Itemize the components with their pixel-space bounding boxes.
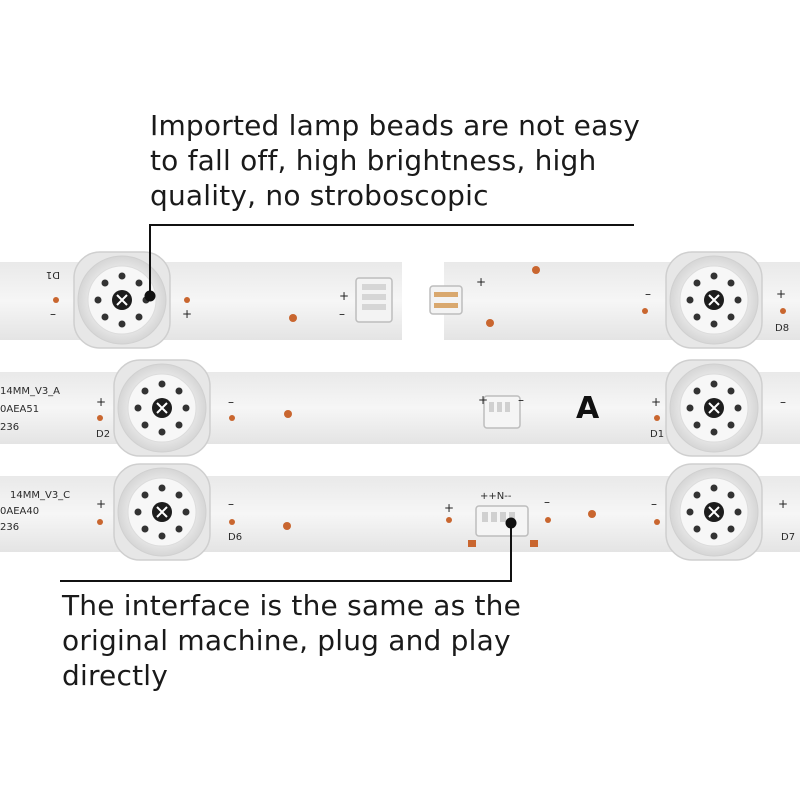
connector-top-right [429,285,463,315]
caption-line: to fall off, high brightness, high [150,144,597,177]
connector-top-left [355,277,393,323]
solder-pad [284,410,292,418]
led-label-bottom-right: D7 [781,532,795,543]
strip-a-code: 0AEA51 [0,404,39,415]
solder-pad [229,415,235,421]
led-label-bottom-left: D6 [228,532,242,543]
polarity-minus: – [228,497,234,511]
led-label-top-left: D1 [46,269,60,280]
solder-pad [545,517,551,523]
solder-pad [532,266,540,274]
solder-pad [654,519,660,525]
solder-pad [97,415,103,421]
led-strip-a: A 14MM_V3_A 0AEA51 236 D2 D1 + – + – + – [0,359,800,457]
strip-a-date: 236 [0,422,19,433]
solder-pad [289,314,297,322]
polarity-plus: + [776,287,786,301]
polarity-plus: + [478,393,488,407]
polarity-minus: – [544,495,550,509]
caption-line: directly [62,659,168,692]
strip-c-date: 236 [0,522,19,533]
caption-line: The interface is the same as the [62,589,522,622]
solder-pad [184,297,190,303]
led-label-middle-right: D1 [650,429,664,440]
callout-lamp-beads [144,224,634,302]
polarity-minus: – [518,393,524,407]
caption-interface: The interface is the same as the origina… [62,588,662,693]
polarity-plus: + [651,395,661,409]
polarity-plus: + [182,307,192,321]
polarity-plus: + [476,275,486,289]
solder-pad [97,519,103,525]
solder-pad [654,415,660,421]
polarity-plus: + [444,501,454,515]
solder-pad [446,517,452,523]
caption-lamp-beads: Imported lamp beads are not easy to fall… [150,108,770,213]
polarity-plus: + [778,497,788,511]
caption-line: Imported lamp beads are not easy [150,109,641,142]
solder-pad [642,308,648,314]
polarity-minus: – [651,497,657,511]
caption-line: quality, no stroboscopic [150,179,489,212]
caption-line: original machine, plug and play [62,624,511,657]
solder-pad [486,319,494,327]
polarity-plus: + [96,395,106,409]
polarity-minus: – [645,287,651,301]
solder-pad [229,519,235,525]
led-label-top-right: D8 [775,323,789,334]
polarity-minus: – [339,307,345,321]
strip-a-letter: A [576,391,600,426]
connector-a [483,395,521,429]
solder-pad [588,510,596,518]
polarity-minus: – [228,395,234,409]
callout-interface [60,517,517,582]
polarity-minus: – [780,395,786,409]
strip-a-model: 14MM_V3_A [0,386,60,397]
led-label-middle-left: D2 [96,429,110,440]
connector-pin-labels: ++N-- [480,491,512,502]
strip-c-model: 14MM_V3_C [10,490,70,501]
polarity-minus: – [50,307,56,321]
strip-c-code: 0AEA40 [0,506,39,517]
solder-pad [283,522,291,530]
led-strip-top: D1 D8 + – + – + – + [0,251,800,349]
strip-board-left [0,262,402,340]
led-strip-c: 14MM_V3_C 0AEA40 236 D6 D7 ++N-- + – + –… [0,463,800,561]
connector-c [468,505,538,547]
solder-pad [53,297,59,303]
polarity-plus: + [339,289,349,303]
solder-pad [780,308,786,314]
polarity-plus: + [96,497,106,511]
